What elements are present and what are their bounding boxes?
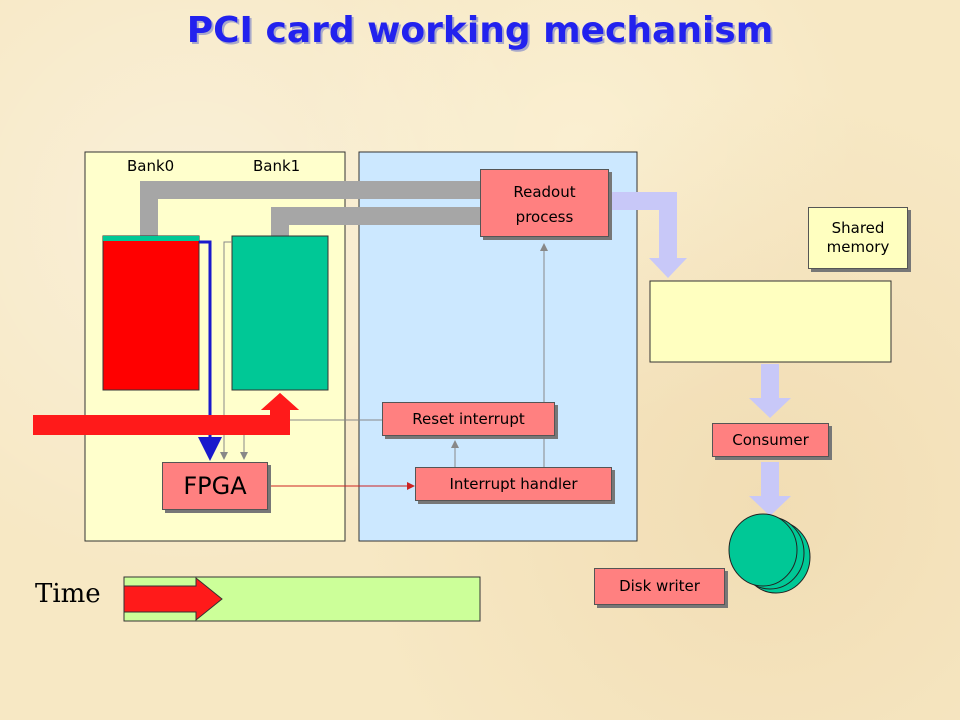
readout-line1: Readout — [513, 182, 576, 201]
reset-interrupt-box: Reset interrupt — [382, 402, 555, 436]
interrupt-handler-box: Interrupt handler — [415, 467, 612, 501]
fpga-box: FPGA — [162, 462, 268, 510]
bank1-to-fpga-line — [220, 241, 232, 460]
readout-line2: process — [515, 208, 574, 226]
page-title: PCI card working mechanism — [186, 10, 774, 51]
bank1-memory — [231, 235, 329, 391]
bank0-top-strip — [103, 236, 199, 241]
shared-memory-line2: memory — [826, 238, 890, 256]
shared-memory-block — [649, 280, 892, 363]
bus-line-bank1 — [271, 207, 480, 238]
data-input-arrowhead — [261, 393, 299, 415]
bank0-to-fpga-arrow — [198, 240, 222, 461]
data-input-bar — [33, 415, 290, 435]
disk-icon-front — [728, 513, 798, 587]
bank0-label: Bank0 — [127, 157, 175, 175]
readout-to-memory-arrow — [612, 192, 687, 278]
consumer-box: Consumer — [712, 423, 829, 457]
consumer-to-disk-arrow — [749, 462, 791, 516]
bank0-memory — [102, 235, 200, 391]
disk-writer-box: Disk writer — [594, 568, 725, 605]
shared-memory-line1: Shared — [831, 219, 885, 238]
time-label: Time — [35, 579, 101, 609]
shared-memory-label: Shared memory — [808, 207, 908, 269]
bank1-label: Bank1 — [253, 157, 301, 175]
bus-line-bank0 — [140, 181, 480, 238]
memory-to-consumer-arrow — [749, 364, 791, 418]
readout-process-box: Readout process — [480, 169, 609, 237]
timeline-arrow — [123, 576, 223, 622]
